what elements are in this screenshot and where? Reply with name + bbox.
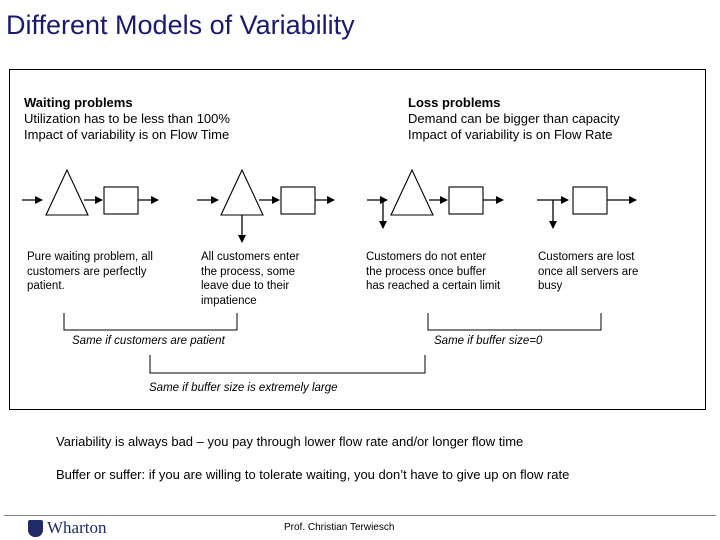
loss-problems-heading: Loss problems <box>408 95 501 110</box>
bracket-left <box>63 313 238 331</box>
logo-wordmark: Wharton <box>47 518 107 537</box>
waiting-problems-heading: Waiting problems <box>24 95 133 110</box>
model-limited-buffer <box>367 168 504 229</box>
server-box <box>448 186 484 215</box>
server-box <box>103 186 139 215</box>
waiting-problems-line2: Impact of variability is on Flow Time <box>24 127 230 142</box>
loss-problems-header: Loss problems Demand can be bigger than … <box>408 95 620 143</box>
bracket-bottom <box>149 355 426 374</box>
wharton-logo: Wharton <box>28 518 140 539</box>
note-customers-patient: Same if customers are patient <box>72 335 225 347</box>
server-box <box>280 186 316 215</box>
footer-divider <box>4 515 716 516</box>
shield-icon <box>28 520 43 537</box>
description-abandonment: All customers enter the process, some le… <box>201 251 300 307</box>
waiting-problems-line1: Utilization has to be less than 100% <box>24 111 230 126</box>
buffer-triangle <box>390 168 434 216</box>
model-pure-waiting <box>22 168 159 216</box>
waiting-problems-header: Waiting problems Utilization has to be l… <box>24 95 230 143</box>
note-buffer-zero: Same if buffer size=0 <box>434 335 543 347</box>
loss-problems-line2: Impact of variability is on Flow Rate <box>408 127 613 142</box>
server-box <box>572 186 608 215</box>
buffer-triangle <box>45 168 89 216</box>
description-pure-waiting: Pure waiting problem, all customers are … <box>27 251 153 292</box>
bracket-right <box>427 313 602 331</box>
diagram-frame <box>9 69 706 410</box>
slide-title: Different Models of Variability <box>6 10 355 40</box>
note-buffer-large: Same if buffer size is extremely large <box>149 382 338 394</box>
model-pure-loss <box>537 186 637 229</box>
model-waiting-with-abandonment <box>197 168 335 243</box>
presenter-name: Prof. Christian Terwiesch <box>284 522 395 533</box>
buffer-triangle <box>220 168 264 216</box>
statement-buffer-or-suffer: Buffer or suffer: if you are willing to … <box>56 467 570 482</box>
loss-problems-line1: Demand can be bigger than capacity <box>408 111 620 126</box>
description-limited-buffer: Customers do not enter the process once … <box>366 251 501 292</box>
description-pure-loss: Customers are lost once all servers are … <box>538 251 639 292</box>
statement-variability-bad: Variability is always bad – you pay thro… <box>56 434 524 449</box>
